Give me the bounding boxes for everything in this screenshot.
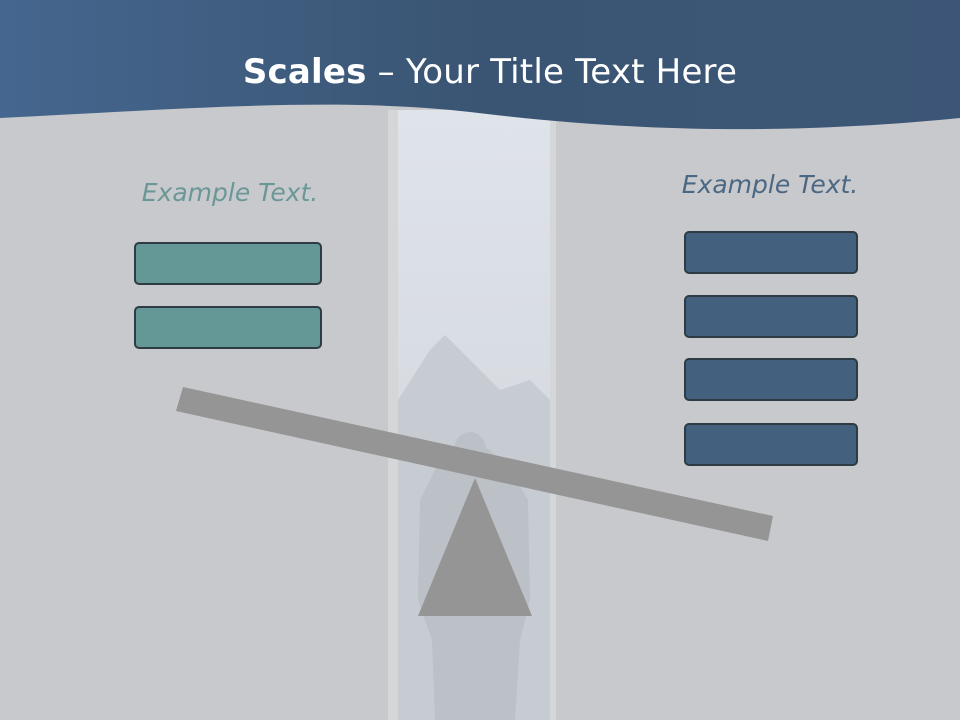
right-caption: Example Text. — [681, 170, 859, 199]
left-box-2 — [134, 306, 322, 349]
left-box-1 — [134, 242, 322, 285]
header-band — [0, 0, 960, 130]
fulcrum-triangle — [418, 478, 532, 616]
title-bold: Scales — [242, 52, 367, 92]
slide-title: Scales – Your Title Text Here — [0, 52, 960, 92]
right-box-3 — [684, 358, 858, 401]
scale-beam — [176, 387, 773, 541]
title-rest: – Your Title Text Here — [366, 52, 738, 92]
right-box-2 — [684, 295, 858, 338]
left-caption: Example Text. — [141, 178, 319, 207]
right-box-4 — [684, 423, 858, 466]
right-box-1 — [684, 231, 858, 274]
